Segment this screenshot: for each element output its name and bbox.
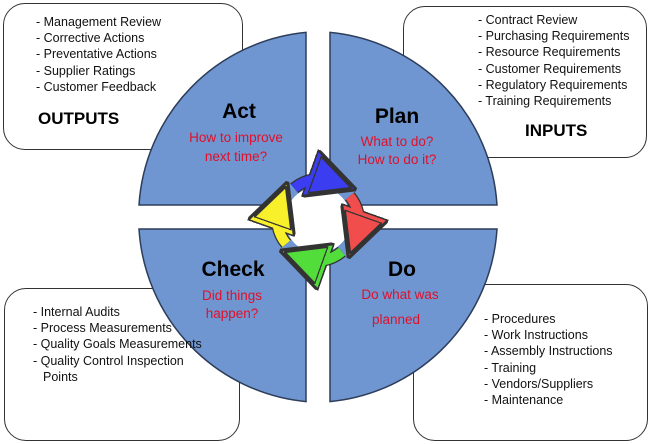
list-item: - Assembly Instructions bbox=[484, 344, 613, 359]
list-item: - Supplier Ratings bbox=[36, 63, 136, 78]
list-item: - Corrective Actions bbox=[36, 31, 145, 46]
list-item: - Vendors/Suppliers bbox=[484, 376, 594, 391]
do-subtitle-line-1: Do what was bbox=[361, 287, 439, 302]
check-title: Check bbox=[201, 258, 264, 281]
plan-subtitle-line-1: What to do? bbox=[361, 134, 434, 149]
list-item: - Quality Control Inspection Points bbox=[33, 353, 184, 384]
list-item: - Contract Review bbox=[478, 13, 578, 27]
inputs-list: - Contract Review - Purchasing Requireme… bbox=[478, 12, 646, 109]
check-subtitle-line-2: happen? bbox=[206, 306, 259, 321]
act-quadrant bbox=[138, 31, 307, 206]
list-item: - Preventative Actions bbox=[36, 47, 157, 62]
do-quadrant bbox=[329, 228, 498, 403]
plan-quadrant bbox=[329, 31, 498, 206]
center-cross bbox=[306, 205, 330, 229]
list-item: - Maintenance bbox=[484, 393, 564, 408]
list-item: - Resource Requirements bbox=[478, 45, 621, 60]
list-item: - Training Requirements bbox=[478, 94, 612, 109]
act-subtitle-line-1: How to improve bbox=[189, 130, 283, 145]
list-item: - Procedures bbox=[484, 312, 556, 326]
list-item: - Regulatory Requirements bbox=[478, 77, 628, 92]
list-item: - Customer Feedback bbox=[36, 79, 157, 94]
list-item: - Training bbox=[484, 360, 537, 375]
inputs-label: INPUTS bbox=[525, 121, 588, 140]
list-item: - Quality Goals Measurements bbox=[33, 337, 202, 352]
do-list: - Procedures - Work Instructions - Assem… bbox=[484, 311, 644, 408]
list-item: - Management Review bbox=[36, 15, 162, 29]
outputs-label: OUTPUTS bbox=[38, 109, 120, 128]
list-item: - Internal Audits bbox=[33, 305, 120, 319]
act-subtitle-line-2: next time? bbox=[205, 149, 267, 164]
check-quadrant bbox=[138, 228, 307, 403]
list-item: - Work Instructions bbox=[484, 328, 588, 343]
check-subtitle-line-1: Did things bbox=[202, 288, 262, 303]
list-item: - Process Measurements bbox=[33, 321, 172, 336]
plan-title: Plan bbox=[375, 105, 419, 128]
plan-subtitle-line-2: How to do it? bbox=[358, 152, 437, 167]
act-title: Act bbox=[222, 100, 256, 123]
outputs-list: - Management Review - Corrective Actions… bbox=[36, 14, 236, 95]
do-subtitle-line-2: planned bbox=[372, 312, 420, 327]
do-title: Do bbox=[388, 258, 416, 281]
list-item: - Customer Requirements bbox=[478, 61, 622, 76]
check-list: - Internal Audits - Process Measurements… bbox=[33, 304, 208, 385]
list-item: - Purchasing Requirements bbox=[478, 29, 630, 44]
